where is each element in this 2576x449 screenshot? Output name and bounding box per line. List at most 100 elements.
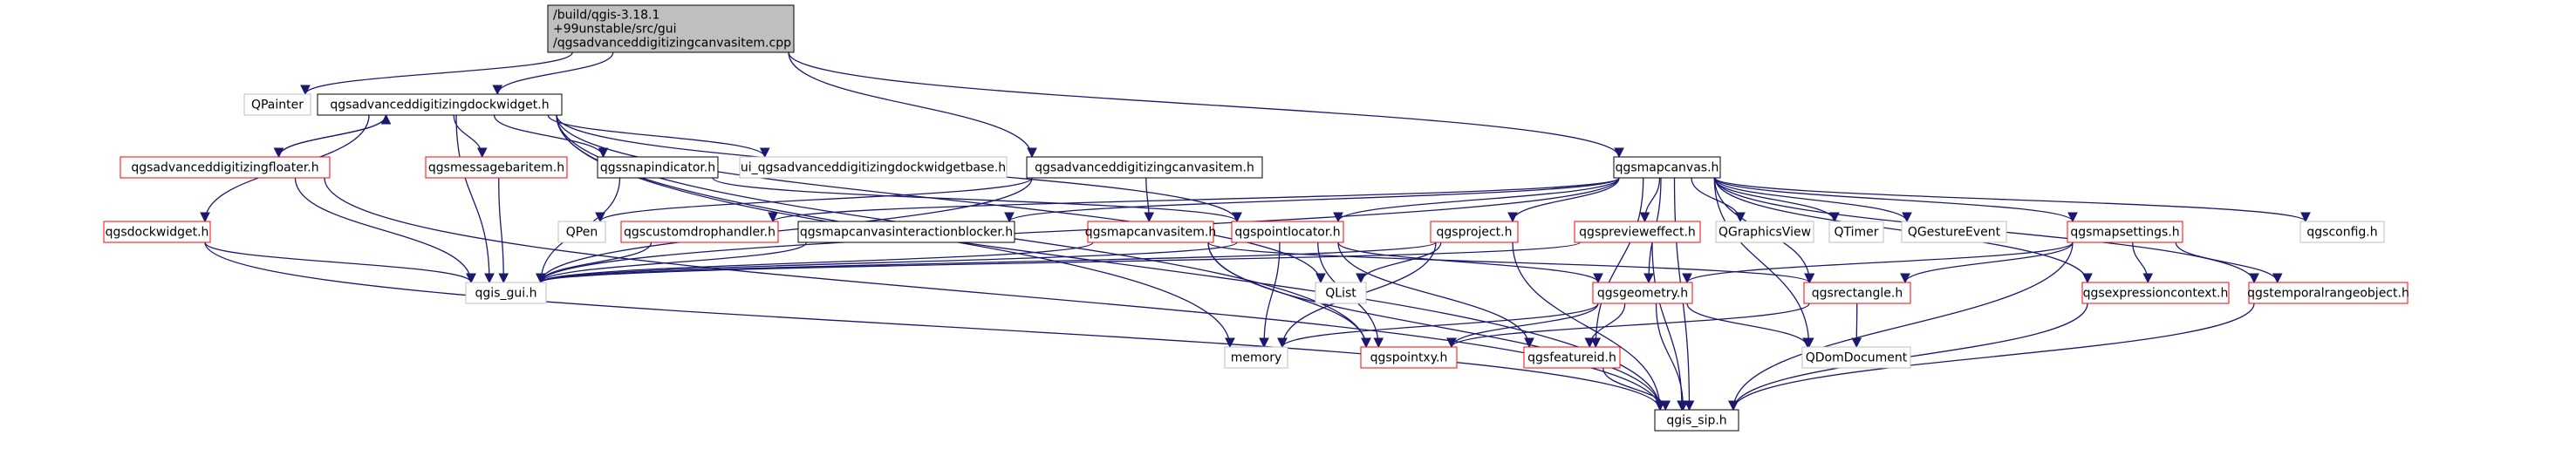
edge-mapsettings_h-to-qgis_sip_h <box>1728 242 2074 412</box>
edge-rectangle_h-to-pointxy_h <box>1446 303 1810 349</box>
node-featureid-h[interactable]: qgsfeatureid.h <box>1523 346 1621 369</box>
node-qgsdockwidget-h[interactable]: qgsdockwidget.h <box>103 221 211 243</box>
edge-pointlocator_h-to-qgis_gui_h <box>536 242 1238 284</box>
node-geometry-h[interactable]: qgsgeometry.h <box>1592 282 1693 304</box>
node-floater-h[interactable]: qgsadvanceddigitizingfloater.h <box>120 156 331 179</box>
node-canvasitem-h[interactable]: qgsadvanceddigitizingcanvasitem.h <box>1026 156 1263 179</box>
edge-mapcanvas_h-to-qgestureevent <box>1714 177 1912 223</box>
node-label: QGestureEvent <box>1908 226 2001 240</box>
node-qgis-gui-h: qgis_gui.h <box>465 282 547 304</box>
edge-floater_h-to-dockwidget_h <box>277 113 392 158</box>
edge-floater_h-to-qgis_gui_h <box>294 177 476 284</box>
node-label: qgsproject.h <box>1437 226 1513 240</box>
node-label: ui_qgsadvanceddigitizingdockwidgetbase.h <box>741 161 1006 175</box>
node-qpen: QPen <box>557 221 606 243</box>
node-root[interactable]: /build/qgis-3.18.1+99unstable/src/gui/qg… <box>547 4 795 53</box>
node-previeweffect-h[interactable]: qgspreviewеffect.h <box>1574 221 1701 243</box>
node-box <box>317 93 563 116</box>
node-project-h[interactable]: qgsproject.h <box>1430 221 1519 243</box>
node-box <box>1801 346 1911 369</box>
node-box <box>2299 221 2385 243</box>
node-box <box>103 221 211 243</box>
node-pointlocator-h[interactable]: qgspointlocator.h <box>1231 221 1344 243</box>
node-box <box>1654 409 1739 432</box>
node-box <box>2081 282 2230 304</box>
node-box <box>2248 282 2409 304</box>
node-label: qgsexpressioncontext.h <box>2083 287 2229 301</box>
node-label: /qgsadvanceddigitizingcanvasitem.cpp <box>553 37 791 51</box>
edge-mapsettings_h-to-expressioncontext_h <box>2132 242 2154 284</box>
node-label: QList <box>1325 287 1356 301</box>
node-mapcanvasitem-h[interactable]: qgsmapcanvasitem.h <box>1085 221 1216 243</box>
node-label: qgsadvanceddigitizingdockwidget.h <box>330 99 549 112</box>
node-label: qgsgeometry.h <box>1597 287 1688 301</box>
node-box <box>1901 221 2007 243</box>
node-box <box>1360 346 1458 369</box>
node-label: qgis_gui.h <box>475 287 537 301</box>
edge-dockwidget_h-to-qgis_gui_h <box>455 114 495 284</box>
node-label: memory <box>1231 351 1282 365</box>
edge-root-to-qpainter <box>300 51 573 96</box>
file-nodes: /build/qgis-3.18.1+99unstable/src/gui/qg… <box>103 4 2409 432</box>
edge-previeweffect_h-to-qgis_gui_h <box>536 242 1581 284</box>
node-label: qgspointlocator.h <box>1234 226 1340 240</box>
node-qgis-sip-h[interactable]: qgis_sip.h <box>1654 409 1739 432</box>
edge-root-to-dockwidget_h <box>492 51 614 96</box>
node-label: qgsmapcanvasitem.h <box>1085 226 1216 240</box>
node-label: qgsadvanceddigitizingfloater.h <box>131 161 318 175</box>
node-label: qgsmessagebaritem.h <box>428 161 564 175</box>
node-box <box>1026 156 1263 179</box>
node-customdrophandler-h[interactable]: qgscustomdrophandler.h <box>620 221 779 243</box>
node-box <box>620 221 779 243</box>
node-label: qgspointxy.h <box>1370 351 1448 365</box>
edge-mapsettings_h-to-temporalrangeobject_h <box>2175 242 2283 284</box>
node-dockwidget-h[interactable]: qgsadvanceddigitizingdockwidget.h <box>317 93 563 116</box>
edge-interactionblocker_h-to-qgis_gui_h <box>536 242 807 284</box>
node-messagebaritem-h[interactable]: qgsmessagebaritem.h <box>425 156 568 179</box>
node-label: qgsmapcanvas.h <box>1616 161 1719 175</box>
node-box <box>1592 282 1693 304</box>
node-interactionblocker-h[interactable]: qgsmapcanvasinteractionblocker.h <box>797 221 1015 243</box>
node-box <box>1574 221 1701 243</box>
edge-messagebaritem_h-to-qgis_gui_h <box>498 177 509 284</box>
node-box <box>797 221 1015 243</box>
node-label: qgsmapsettings.h <box>2070 226 2179 240</box>
node-pointxy-h[interactable]: qgspointxy.h <box>1360 346 1458 369</box>
node-box <box>547 4 795 53</box>
edge-mapcanvas_h-to-project_h <box>1507 177 1620 223</box>
node-qgsconfig-h: qgsconfig.h <box>2299 221 2385 243</box>
edge-project_h-to-qlist <box>1356 242 1442 284</box>
node-box <box>243 93 311 116</box>
edge-qgsdockwidget_h-to-qgis_gui_h <box>204 242 476 284</box>
node-label: qgspreviewеffect.h <box>1579 226 1696 240</box>
node-qgraphicsview: QGraphicsView <box>1715 221 1814 243</box>
edge-mapcanvas_h-to-qgsconfig_h <box>1714 177 2311 223</box>
edge-mapsettings_h-to-geometry_h <box>1682 242 2074 284</box>
node-box <box>2067 221 2183 243</box>
edge-mapcanvas_h-to-interactionblocker_h <box>1004 177 1620 223</box>
node-box <box>465 282 547 304</box>
node-qgestureevent: QGestureEvent <box>1901 221 2007 243</box>
node-snapindicator-h[interactable]: qgssnapindicator.h <box>597 156 719 179</box>
node-box <box>1613 156 1721 179</box>
node-qdomdocument: QDomDocument <box>1801 346 1911 369</box>
edge-mapcanvas_h-to-qtimer <box>1713 177 1840 223</box>
edge-mapcanvas_h-to-featureid_h <box>1590 177 1644 349</box>
node-box <box>1715 221 1814 243</box>
node-box <box>1523 346 1621 369</box>
node-box <box>1231 221 1344 243</box>
edge-qgsdockwidget_h-to-qgis_sip_h <box>204 242 1665 412</box>
node-mapsettings-h[interactable]: qgsmapsettings.h <box>2067 221 2183 243</box>
edge-geometry_h-to-memory <box>1277 303 1599 349</box>
node-temporalrangeobject-h[interactable]: qgstemporalrangeobject.h <box>2247 282 2409 304</box>
edge-dockwidget_h-to-snapindicator_h <box>493 114 609 159</box>
edge-mapcanvas_h-to-pointlocator_h <box>1333 177 1620 223</box>
node-expressioncontext-h[interactable]: qgsexpressioncontext.h <box>2081 282 2230 304</box>
edge-geometry_h-to-qgis_sip_h <box>1655 303 1689 412</box>
node-rectangle-h[interactable]: qgsrectangle.h <box>1803 282 1911 304</box>
node-label: qgssnapindicator.h <box>600 161 715 175</box>
node-label: /build/qgis-3.18.1 <box>553 9 659 23</box>
node-mapcanvas-h[interactable]: qgsmapcanvas.h <box>1613 156 1721 179</box>
node-box <box>597 156 719 179</box>
